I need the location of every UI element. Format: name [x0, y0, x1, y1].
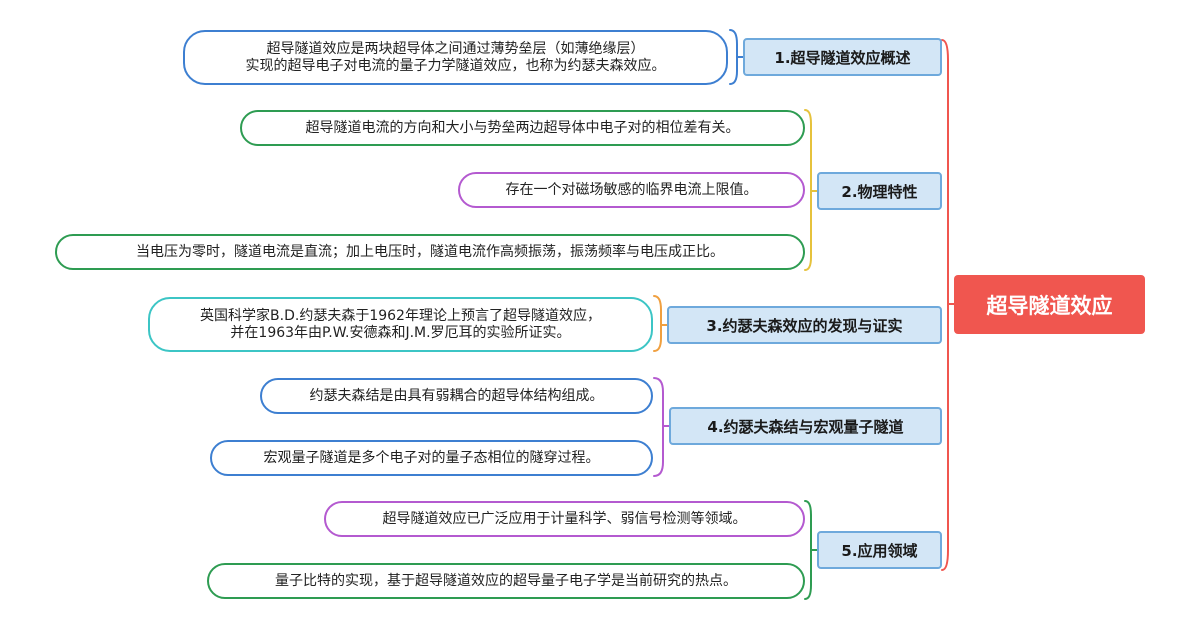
leaf-junction-structure[interactable]: 约瑟夫森结是由具有弱耦合的超导体结构组成。	[260, 378, 653, 414]
leaf-line: 约瑟夫森结是由具有弱耦合的超导体结构组成。	[309, 387, 604, 404]
root-label: 超导隧道效应	[986, 293, 1113, 318]
leaf-properties-phase[interactable]: 超导隧道电流的方向和大小与势垒两边超导体中电子对的相位差有关。	[240, 110, 805, 146]
branch-josephson-junction[interactable]: 4.约瑟夫森结与宏观量子隧道	[669, 407, 942, 445]
leaf-line: 存在一个对磁场敏感的临界电流上限值。	[505, 181, 758, 198]
branch-overview[interactable]: 1.超导隧道效应概述	[743, 38, 942, 76]
leaf-discovery-history[interactable]: 英国科学家B.D.约瑟夫森于1962年理论上预言了超导隧道效应， 并在1963年…	[148, 297, 653, 352]
root-bracket	[941, 39, 949, 571]
branch-label: 4.约瑟夫森结与宏观量子隧道	[707, 417, 904, 436]
branch-2-bracket	[804, 109, 812, 271]
leaf-applications-metrology[interactable]: 超导隧道效应已广泛应用于计量科学、弱信号检测等领域。	[324, 501, 805, 537]
branch-1-bracket	[729, 29, 738, 85]
leaf-line: 量子比特的实现，基于超导隧道效应的超导量子电子学是当前研究的热点。	[275, 572, 737, 589]
leaf-applications-qubits[interactable]: 量子比特的实现，基于超导隧道效应的超导量子电子学是当前研究的热点。	[207, 563, 805, 599]
branch-label: 5.应用领域	[841, 541, 918, 560]
leaf-line: 超导隧道效应是两块超导体之间通过薄势垒层（如薄绝缘层）	[266, 40, 645, 57]
branch-4-bracket	[653, 377, 664, 477]
branch-label: 3.约瑟夫森效应的发现与证实	[706, 316, 903, 335]
leaf-line: 超导隧道效应已广泛应用于计量科学、弱信号检测等领域。	[382, 510, 747, 527]
leaf-line: 并在1963年由P.W.安德森和J.M.罗厄耳的实验所证实。	[230, 324, 571, 341]
branch-label: 2.物理特性	[841, 182, 918, 201]
branch-3-bracket	[653, 295, 662, 352]
leaf-overview-definition[interactable]: 超导隧道效应是两块超导体之间通过薄势垒层（如薄绝缘层） 实现的超导电子对电流的量…	[183, 30, 728, 85]
leaf-line: 超导隧道电流的方向和大小与势垒两边超导体中电子对的相位差有关。	[305, 119, 740, 136]
root-node[interactable]: 超导隧道效应	[954, 275, 1145, 334]
branch-discovery[interactable]: 3.约瑟夫森效应的发现与证实	[667, 306, 942, 344]
leaf-properties-ac-dc[interactable]: 当电压为零时，隧道电流是直流；加上电压时，隧道电流作高频振荡，振荡频率与电压成正…	[55, 234, 805, 270]
leaf-properties-critical-current[interactable]: 存在一个对磁场敏感的临界电流上限值。	[458, 172, 805, 208]
leaf-line: 当电压为零时，隧道电流是直流；加上电压时，隧道电流作高频振荡，振荡频率与电压成正…	[136, 243, 724, 260]
leaf-line: 英国科学家B.D.约瑟夫森于1962年理论上预言了超导隧道效应，	[200, 307, 601, 324]
branch-physical-properties[interactable]: 2.物理特性	[817, 172, 942, 210]
leaf-line: 实现的超导电子对电流的量子力学隧道效应，也称为约瑟夫森效应。	[245, 57, 666, 74]
branch-applications[interactable]: 5.应用领域	[817, 531, 942, 569]
branch-label: 1.超导隧道效应概述	[774, 48, 911, 67]
leaf-junction-tunneling[interactable]: 宏观量子隧道是多个电子对的量子态相位的隧穿过程。	[210, 440, 653, 476]
leaf-line: 宏观量子隧道是多个电子对的量子态相位的隧穿过程。	[263, 449, 600, 466]
